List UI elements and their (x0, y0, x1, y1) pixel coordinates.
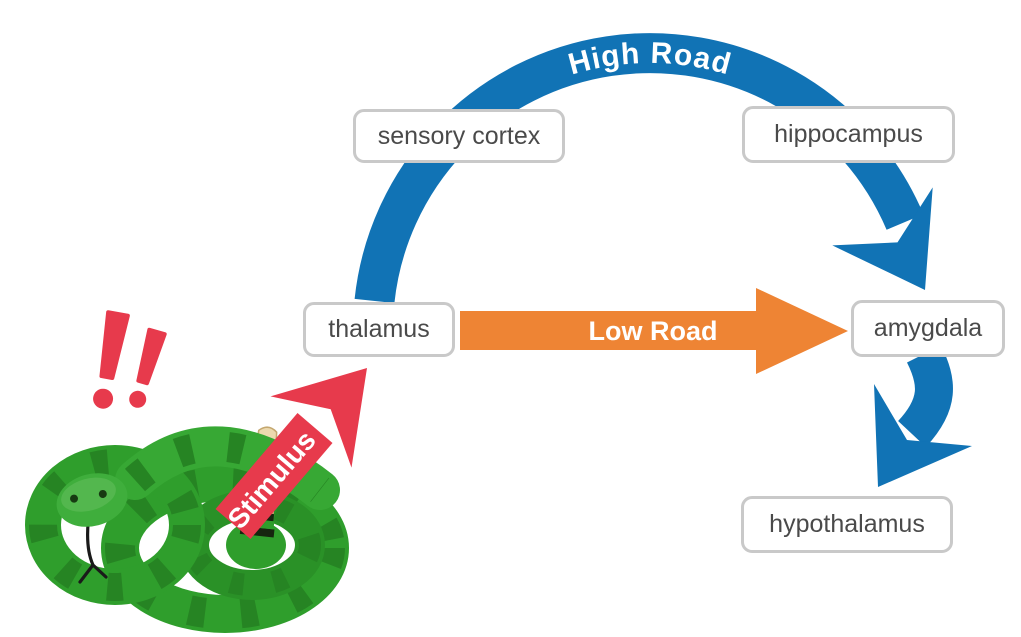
node-thalamus: thalamus (303, 302, 455, 357)
high-road-label: High Road (565, 37, 735, 82)
exclamation-bar (99, 310, 130, 380)
stimulus-arrowhead-icon (270, 368, 367, 468)
high-road-arc (354, 33, 924, 304)
exclamation-bar (136, 327, 167, 386)
exclamation-mark-large (93, 310, 130, 409)
high-road-arrow: High Road (354, 33, 933, 304)
low-road-band (460, 311, 756, 350)
exclamation-dot (129, 390, 147, 408)
snake-head-top (61, 477, 116, 512)
amygdala-output-band (897, 345, 953, 447)
exclamation-mark-small (129, 327, 167, 408)
node-hippocampus: hippocampus (742, 106, 955, 163)
double-exclamation-icon (93, 310, 167, 409)
snake-left-loop-markings (29, 449, 201, 601)
snake-eye-right (98, 489, 107, 498)
amygdala-output-arrowhead-icon (874, 384, 972, 487)
amygdala-output-arrow (874, 345, 972, 487)
exclamation-dot (93, 388, 114, 409)
high-road-arrowhead-icon (832, 187, 933, 290)
node-amygdala: amygdala (851, 300, 1005, 357)
stimulus-arrow-band (215, 413, 333, 539)
node-sensory-cortex: sensory cortex (353, 109, 565, 163)
low-road-arrowhead-icon (756, 288, 848, 374)
snake-head (56, 473, 128, 527)
snake-outer-coil-markings (105, 467, 345, 629)
low-road-label: Low Road (589, 316, 718, 346)
snake-eye-left (70, 494, 79, 503)
low-road-arrow: Low Road (460, 288, 848, 374)
node-hypothalamus: hypothalamus (741, 496, 953, 553)
snake-inner-coil-markings (183, 494, 321, 596)
